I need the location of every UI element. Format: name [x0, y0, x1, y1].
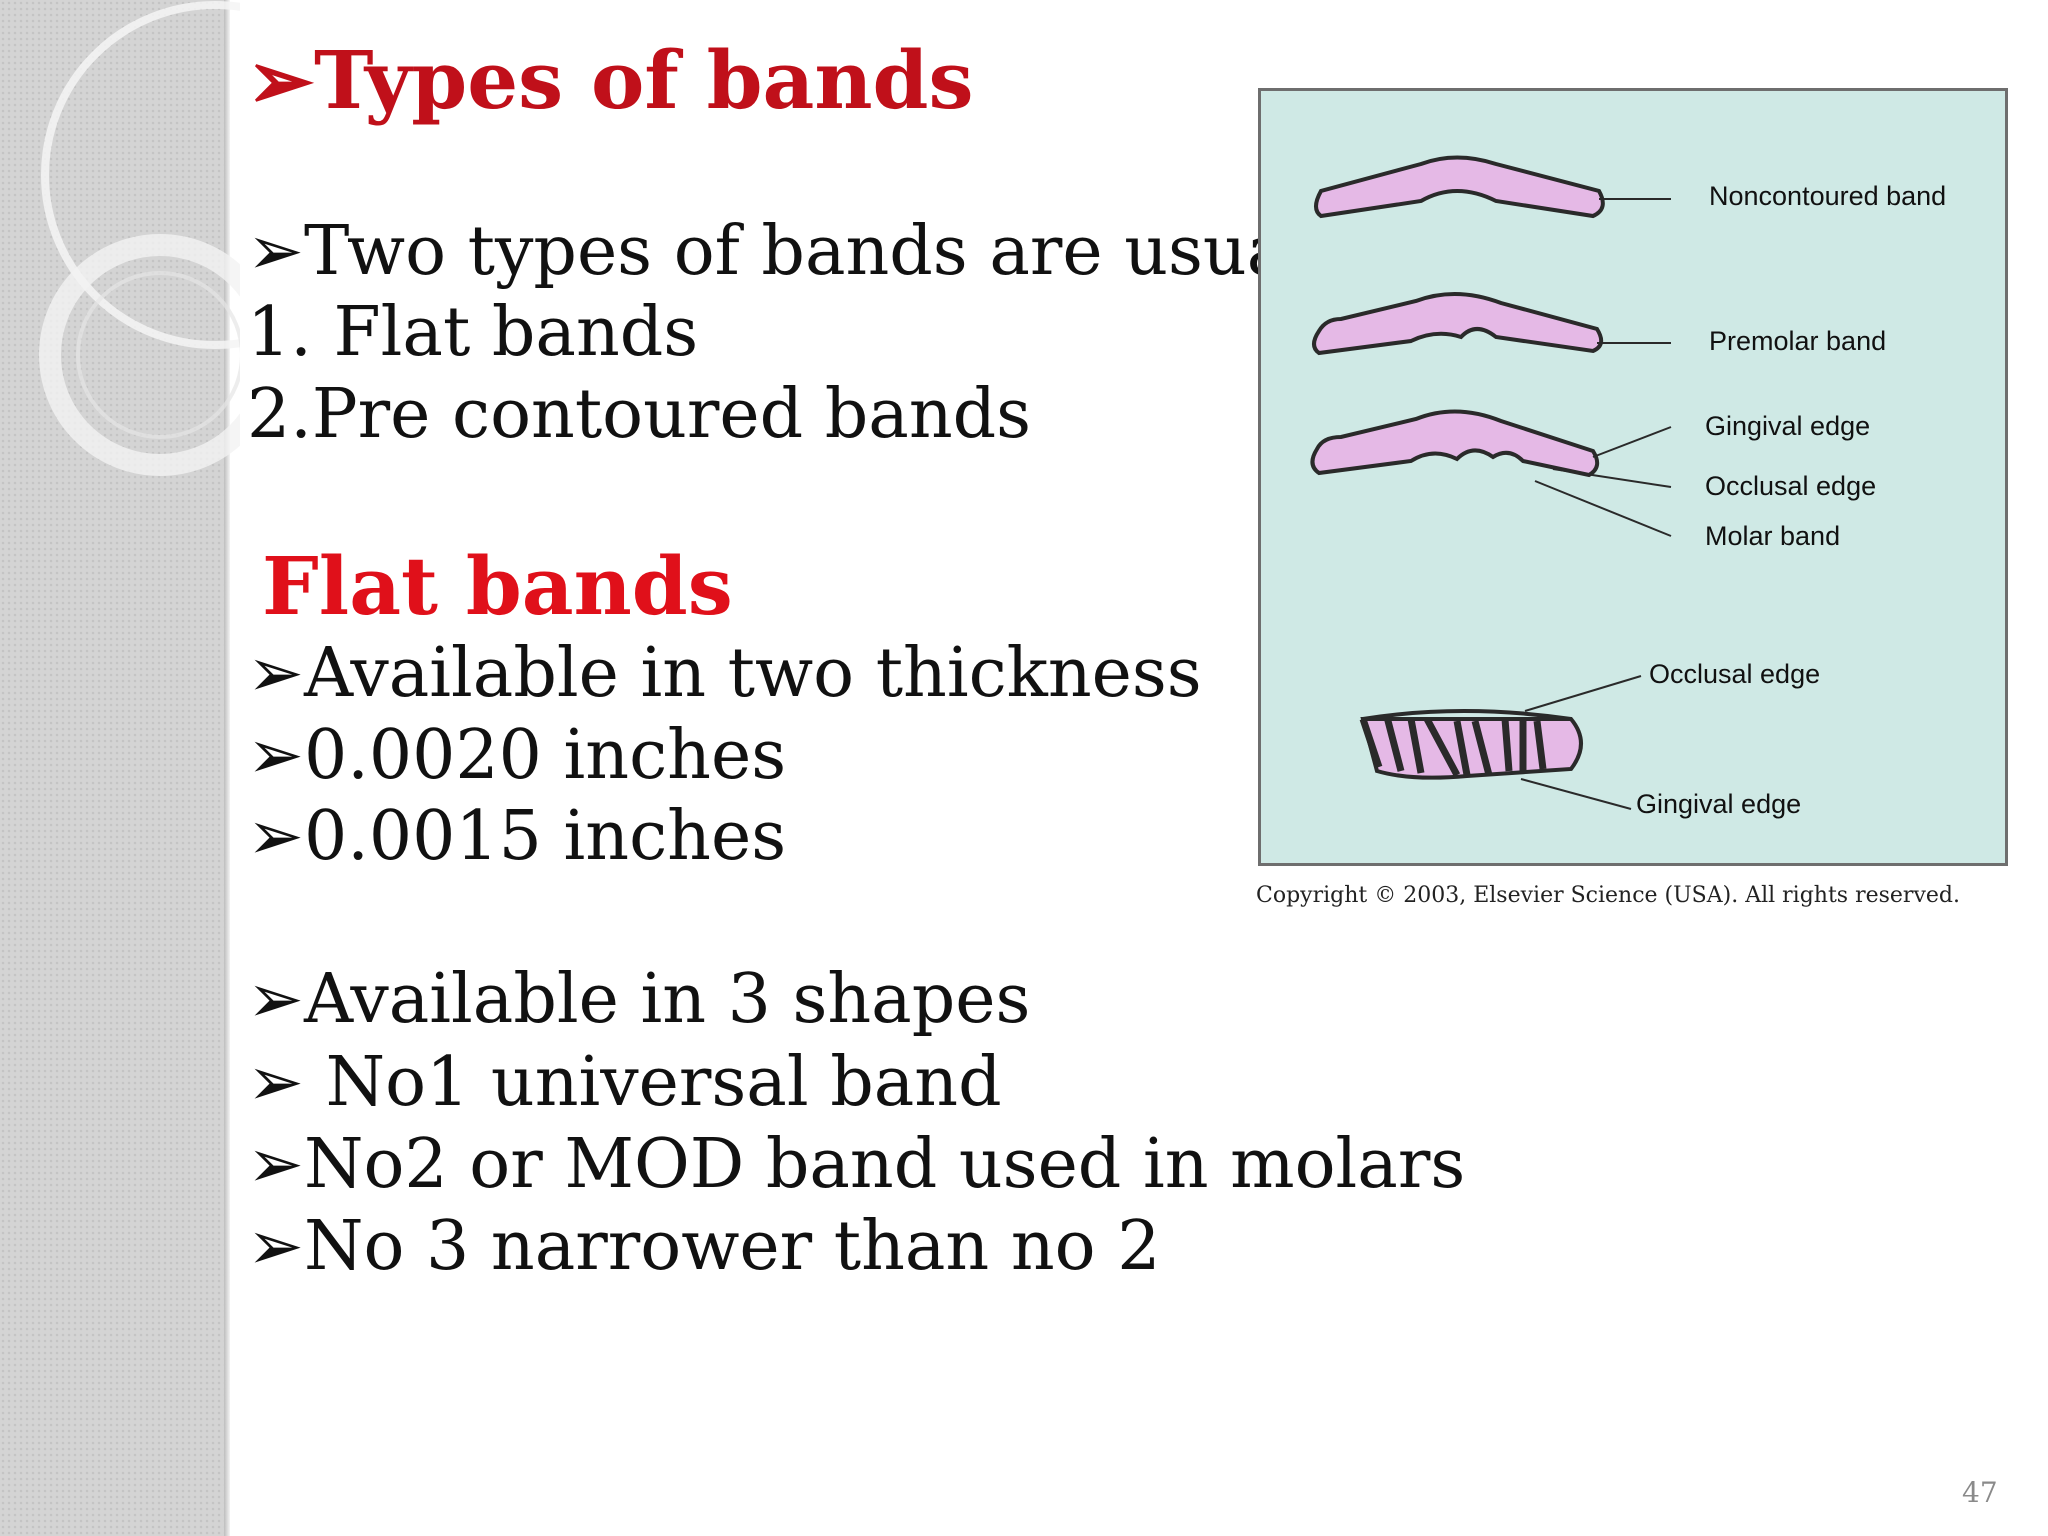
- list-item-flat: 1. Flat bands: [247, 293, 699, 372]
- label-noncontoured-band: Noncontoured band: [1709, 181, 1947, 211]
- molar-band-shape: [1310, 409, 1600, 478]
- band-types-figure: Noncontoured band Premolar band Gingival…: [1258, 88, 2008, 866]
- intro-text: ➢Two types of bands are usually: [247, 212, 1370, 291]
- shape-item: ➢ No1 universal band: [247, 1043, 1002, 1122]
- sidebar-edge: [224, 0, 230, 1536]
- label-occlusal-edge: Occlusal edge: [1649, 659, 1821, 689]
- thickness-intro: ➢Available in two thickness: [247, 634, 1202, 713]
- shapes-intro: ➢Available in 3 shapes: [247, 960, 1031, 1039]
- figure-copyright: Copyright © 2003, Elsevier Science (USA)…: [1256, 883, 1960, 908]
- label-molar-band: Molar band: [1705, 521, 1841, 551]
- list-item-precontoured: 2.Pre contoured bands: [247, 375, 1032, 454]
- thickness-item: ➢0.0015 inches: [247, 797, 787, 876]
- premolar-band-shape: [1312, 292, 1604, 356]
- noncontoured-band-shape: [1314, 155, 1605, 219]
- section-heading: Flat bands: [262, 539, 733, 633]
- shape-item: ➢No 3 narrower than no 2: [247, 1207, 1161, 1286]
- label-gingival-edge: Gingival edge: [1636, 789, 1802, 819]
- label-gingival-edge: Gingival edge: [1705, 411, 1871, 441]
- band-illustrations: [1310, 155, 1672, 810]
- label-occlusal-edge: Occlusal edge: [1705, 471, 1877, 501]
- shape-item: ➢No2 or MOD band used in molars: [247, 1125, 1466, 1204]
- flat-band-3d-illustration: [1359, 709, 1583, 780]
- decorative-rings: [39, 1, 240, 476]
- slide-title: ➢Types of bands: [247, 33, 974, 127]
- thickness-item: ➢0.0020 inches: [247, 716, 787, 795]
- label-premolar-band: Premolar band: [1709, 326, 1887, 356]
- page-number: 47: [1962, 1476, 1998, 1509]
